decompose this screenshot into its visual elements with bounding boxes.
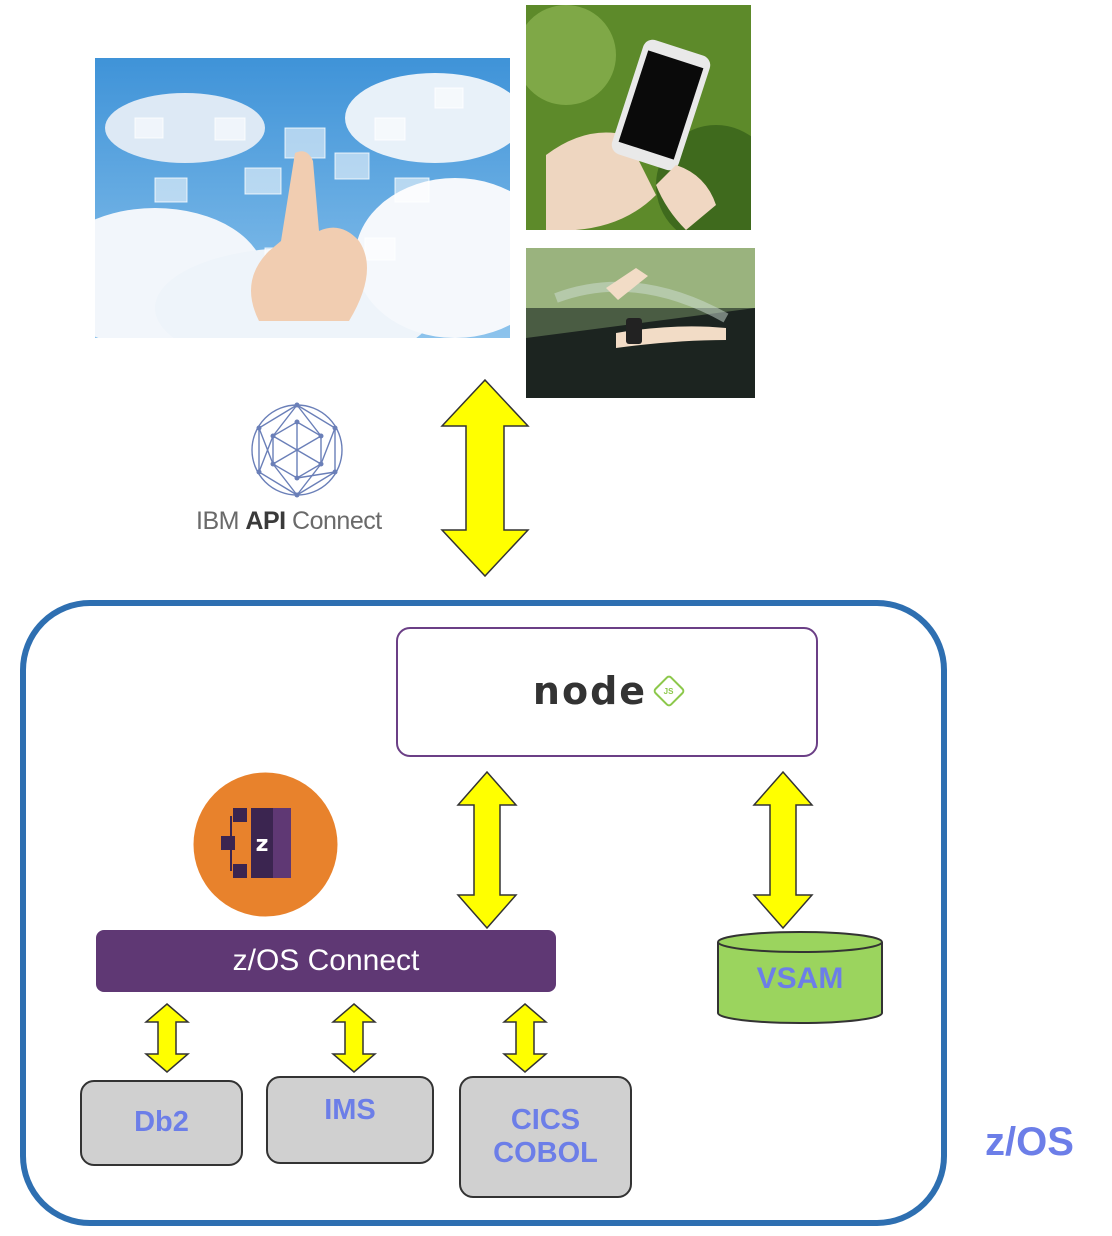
zos-system-frame [20,600,947,1226]
car-smartwatch-photo [526,248,755,398]
zosconnect-to-ims-arrow-icon [331,1003,377,1073]
db2-label: Db2 [134,1106,189,1139]
cics-cobol-backend-box: CICS COBOL [459,1076,632,1198]
node-to-zosconnect-arrow-icon [456,770,518,930]
db2-backend-box: Db2 [80,1080,243,1166]
zosconnect-to-db2-arrow-icon [144,1003,190,1073]
smartphone-photo [526,5,751,230]
zosconnect-to-cics-arrow-icon [502,1003,548,1073]
ims-label: IMS [324,1094,376,1126]
zos-label: z/OS [985,1120,1074,1164]
api-connect-label: IBM API Connect [196,507,382,536]
vsam-label: VSAM [756,962,844,995]
ims-backend-box: IMS [266,1076,434,1164]
node-to-vsam-arrow-icon [752,770,814,930]
api-connect-globe-icon [247,400,347,500]
nodejs-logo-text: node [532,669,648,713]
zos-connect-logo-icon: z [193,772,338,917]
api-connect-brand: IBM [196,507,239,535]
zos-connect-label: z/OS Connect [232,944,420,977]
nodejs-runtime-box: node JS [396,627,818,757]
api-connect-suffix: Connect [292,507,382,535]
cloud-touch-photo [95,58,510,338]
vsam-datastore: VSAM [716,930,884,1025]
zos-connect-bar: z/OS Connect [96,930,556,992]
cobol-label: COBOL [493,1137,598,1169]
svg-text:z: z [256,832,269,857]
nodejs-badge: JS [652,674,687,708]
api-connect-product: API [245,507,286,535]
main-double-arrow-icon [440,378,530,578]
cics-label: CICS [510,1103,581,1136]
